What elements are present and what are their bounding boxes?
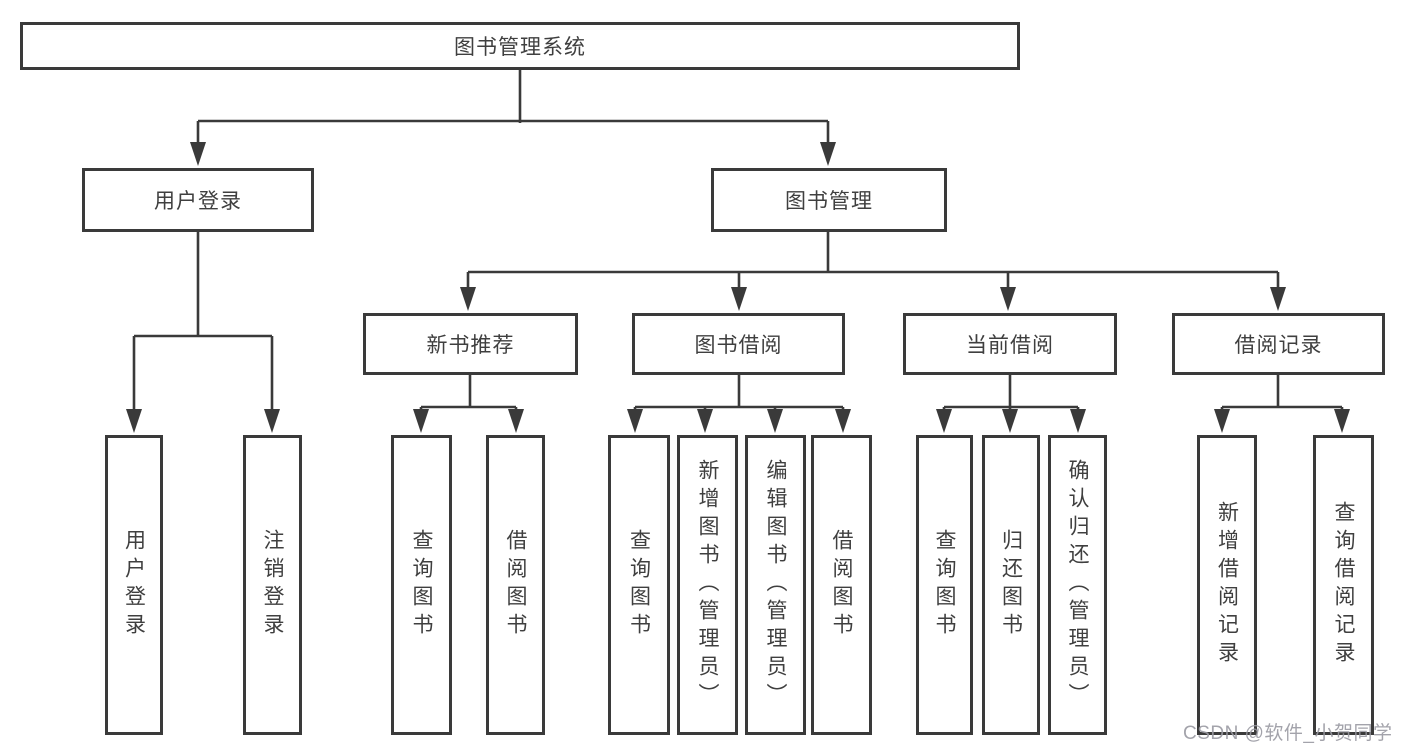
node-new-book-recommend: 新书推荐 [363, 313, 578, 375]
leaf-newbook-query-books: 查询图书 [391, 435, 452, 735]
node-book-borrow: 图书借阅 [632, 313, 845, 375]
leaf-current-query-books: 查询图书 [916, 435, 973, 735]
leaf-records-add-record: 新增借阅记录 [1197, 435, 1257, 735]
leaf-logout: 注销登录 [243, 435, 302, 735]
node-current-borrow: 当前借阅 [903, 313, 1117, 375]
leaf-records-query-record: 查询借阅记录 [1313, 435, 1374, 735]
leaf-borrow-edit-books-admin: 编辑图书（管理员） [745, 435, 806, 735]
leaf-newbook-borrow-books: 借阅图书 [486, 435, 545, 735]
leaf-user-login: 用户登录 [105, 435, 163, 735]
node-user-login: 用户登录 [82, 168, 314, 232]
leaf-current-confirm-return-admin: 确认归还（管理员） [1048, 435, 1107, 735]
leaf-current-return-books: 归还图书 [982, 435, 1040, 735]
node-book-management: 图书管理 [711, 168, 947, 232]
arrowheads [126, 142, 1350, 433]
leaf-borrow-add-books-admin: 新增图书（管理员） [677, 435, 738, 735]
watermark: CSDN @软件_小贺同学 [1183, 723, 1393, 744]
node-borrow-records: 借阅记录 [1172, 313, 1385, 375]
leaf-borrow-borrow-books: 借阅图书 [811, 435, 872, 735]
node-root: 图书管理系统 [20, 22, 1020, 70]
leaf-borrow-query-books: 查询图书 [608, 435, 670, 735]
